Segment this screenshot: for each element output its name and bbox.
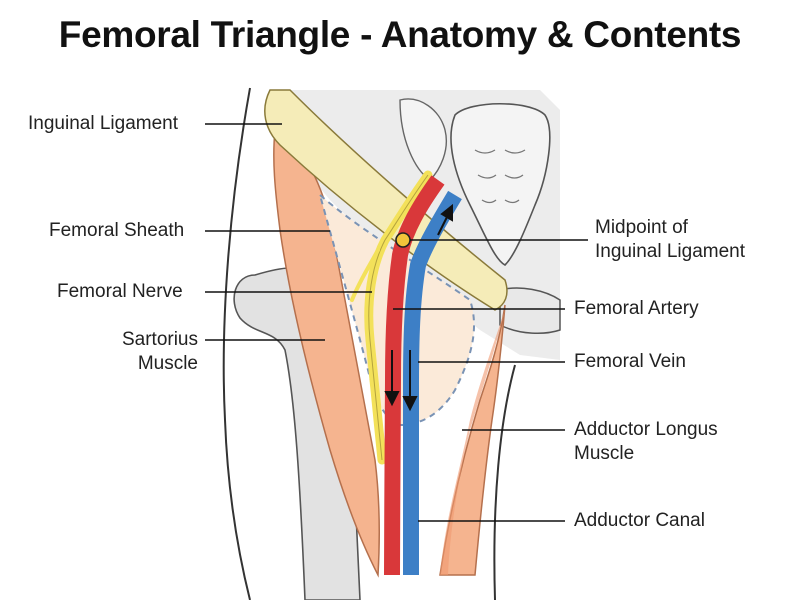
label-femoral-vein: Femoral Vein	[574, 351, 686, 372]
label-adductor-canal: Adductor Canal	[574, 510, 705, 531]
label-midpoint-line1: Midpoint of	[595, 217, 688, 238]
label-sartorius-line1: Sartorius	[121, 329, 198, 350]
thigh-outline	[222, 87, 516, 600]
label-femoral-nerve: Femoral Nerve	[57, 281, 183, 302]
label-adductor-longus-muscle: Adductor Longus Muscle	[574, 418, 718, 466]
label-inguinal-ligament: Inguinal Ligament	[28, 113, 178, 134]
diagram-title: Femoral Triangle - Anatomy & Contents	[58, 14, 742, 55]
label-adductor-longus-line2: Muscle	[574, 443, 635, 464]
flow-arrows	[384, 203, 453, 412]
label-sartorius-line2: Muscle	[137, 353, 198, 374]
label-femoral-artery: Femoral Artery	[574, 298, 699, 319]
leader-lines	[205, 123, 588, 522]
inguinal-ligament	[264, 89, 508, 311]
label-femoral-sheath: Femoral Sheath	[49, 220, 185, 241]
femoral-nerve-outline	[368, 174, 429, 461]
label-adductor-longus-line1: Adductor Longus	[574, 419, 718, 440]
femoral-vein	[402, 190, 462, 575]
adductor-longus-muscle	[439, 304, 506, 576]
label-sartorius-muscle: Sartorius Muscle	[100, 328, 198, 376]
adductor-longus-muscle-band	[440, 310, 505, 575]
femoral-nerve-branch	[350, 248, 380, 302]
label-midpoint-inguinal-ligament: Midpoint of Inguinal Ligament	[595, 216, 745, 264]
midpoint-marker	[395, 232, 411, 248]
femoral-artery	[384, 175, 445, 576]
label-midpoint-line2: Inguinal Ligament	[595, 241, 745, 262]
